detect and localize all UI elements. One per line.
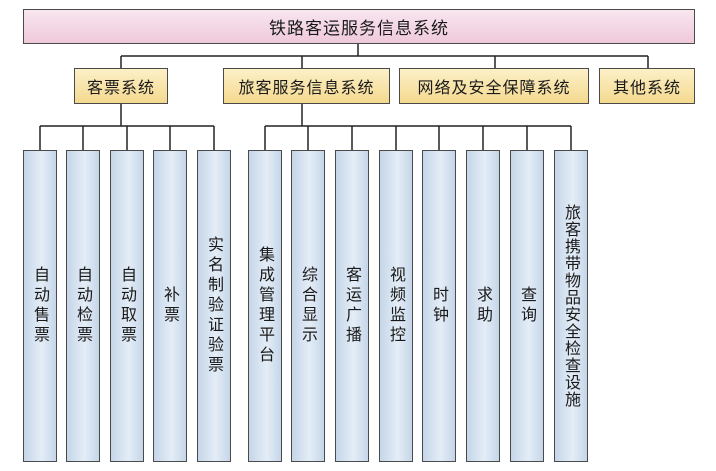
node-label: 集成管理平台 [256, 246, 275, 366]
node-label: 自动售票 [31, 266, 50, 346]
node-label: 客票系统 [86, 78, 155, 97]
node-label: 视频监控 [387, 266, 406, 346]
node-integrated-display: 综合显示 [291, 150, 325, 462]
node-label: 时钟 [430, 286, 449, 326]
node-label: 其他系统 [612, 78, 681, 97]
root-node: 铁路客运服务信息系统 [23, 9, 695, 44]
node-integrated-management-platform: 集成管理平台 [248, 150, 282, 462]
node-label: 查询 [518, 286, 537, 326]
node-ticket-system: 客票系统 [74, 68, 168, 104]
node-label: 自动取票 [118, 266, 137, 346]
node-inquiry: 查询 [510, 150, 544, 462]
root-node-label: 铁路客运服务信息系统 [269, 19, 449, 39]
node-label: 综合显示 [299, 266, 318, 346]
node-network-security-system: 网络及安全保障系统 [399, 68, 589, 104]
node-passenger-service-system: 旅客服务信息系统 [223, 68, 390, 104]
node-ticket-supplement: 补票 [153, 150, 187, 462]
node-auto-ticket-check: 自动检票 [66, 150, 100, 462]
node-help: 求助 [466, 150, 500, 462]
node-label: 求助 [474, 286, 493, 326]
node-label: 网络及安全保障系统 [417, 78, 571, 97]
node-real-name-verification: 实名制验证验票 [197, 150, 231, 462]
node-passenger-broadcast: 客运广播 [335, 150, 369, 462]
node-video-surveillance: 视频监控 [379, 150, 413, 462]
node-clock: 时钟 [422, 150, 456, 462]
node-label: 旅客服务信息系统 [238, 78, 375, 97]
node-label: 补票 [161, 286, 180, 326]
node-label: 自动检票 [74, 266, 93, 346]
node-auto-ticket-collect: 自动取票 [110, 150, 144, 462]
node-baggage-security-check: 旅客携带物品安全检查设施 [554, 150, 588, 462]
node-other-system: 其他系统 [599, 68, 695, 104]
node-auto-ticket-sale: 自动售票 [23, 150, 57, 462]
node-label: 客运广播 [343, 266, 362, 346]
node-label: 实名制验证验票 [205, 236, 224, 376]
node-label: 旅客携带物品安全检查设施 [562, 204, 581, 408]
